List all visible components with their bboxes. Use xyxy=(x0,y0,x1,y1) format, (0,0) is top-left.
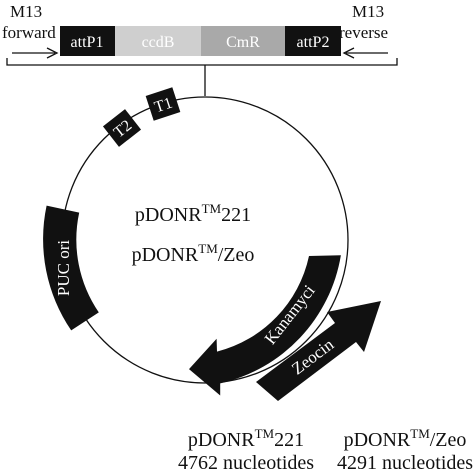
t2-terminator: T2 xyxy=(102,109,142,147)
puc-ori-label: PUC ori xyxy=(54,240,73,296)
m13-reverse-label-line1: M13 xyxy=(352,2,384,21)
zeocin-arrow xyxy=(256,301,381,401)
plasmid-backbone-circle xyxy=(61,96,349,384)
t1-terminator: T1 xyxy=(145,87,181,121)
kanamycin-arrow xyxy=(189,255,341,396)
center-plasmid-variant: pDONRTM/Zeo xyxy=(132,241,255,266)
attP2-label: attP2 xyxy=(297,34,330,51)
attP2-segment xyxy=(285,26,341,56)
attP1-label: attP1 xyxy=(71,34,104,51)
footer-right-size: 4291 nucleotides xyxy=(337,452,473,474)
ccdB-segment xyxy=(115,26,201,56)
cassette-bracket xyxy=(6,58,398,96)
CmR-label: CmR xyxy=(226,34,260,51)
m13-reverse-arrow xyxy=(342,47,388,59)
center-plasmid-name: pDONRTM221 xyxy=(135,201,251,226)
CmR-segment xyxy=(201,26,285,56)
footer-left-name: pDONRTM221 xyxy=(188,426,304,451)
puc-ori-block xyxy=(43,205,99,331)
m13-reverse-label-line2: reverse xyxy=(339,23,388,42)
m13-forward-label-line2: forward xyxy=(2,23,56,42)
ccdB-label: ccdB xyxy=(142,34,175,51)
footer-right-name: pDONRTM/Zeo xyxy=(344,426,467,451)
attP1-segment xyxy=(60,26,115,56)
t1-label: T1 xyxy=(152,95,174,117)
footer-left-size: 4762 nucleotides xyxy=(178,452,314,474)
m13-forward-arrow xyxy=(12,47,59,59)
m13-forward-label-line1: M13 xyxy=(10,2,42,21)
